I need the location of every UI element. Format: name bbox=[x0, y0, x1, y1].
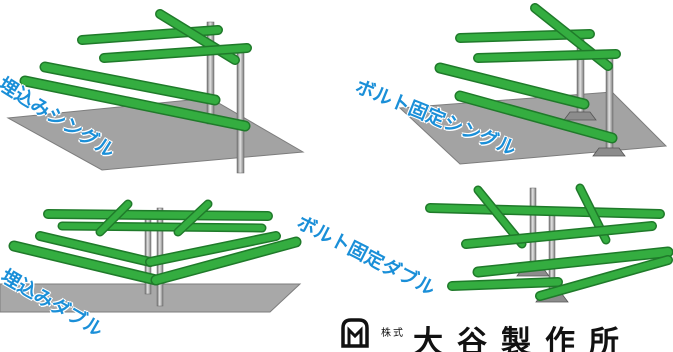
embedded-single-illustration bbox=[6, 9, 305, 174]
company-prefix: 株式 bbox=[381, 328, 405, 339]
embedded-double-illustration bbox=[0, 199, 302, 313]
bolted-single-illustration bbox=[398, 3, 668, 165]
company-name: 大谷製作所 bbox=[413, 325, 633, 352]
company-logo-icon bbox=[341, 318, 369, 348]
company-brand: 株式 大谷製作所 bbox=[337, 316, 673, 352]
bolted-double-illustration bbox=[425, 183, 673, 303]
